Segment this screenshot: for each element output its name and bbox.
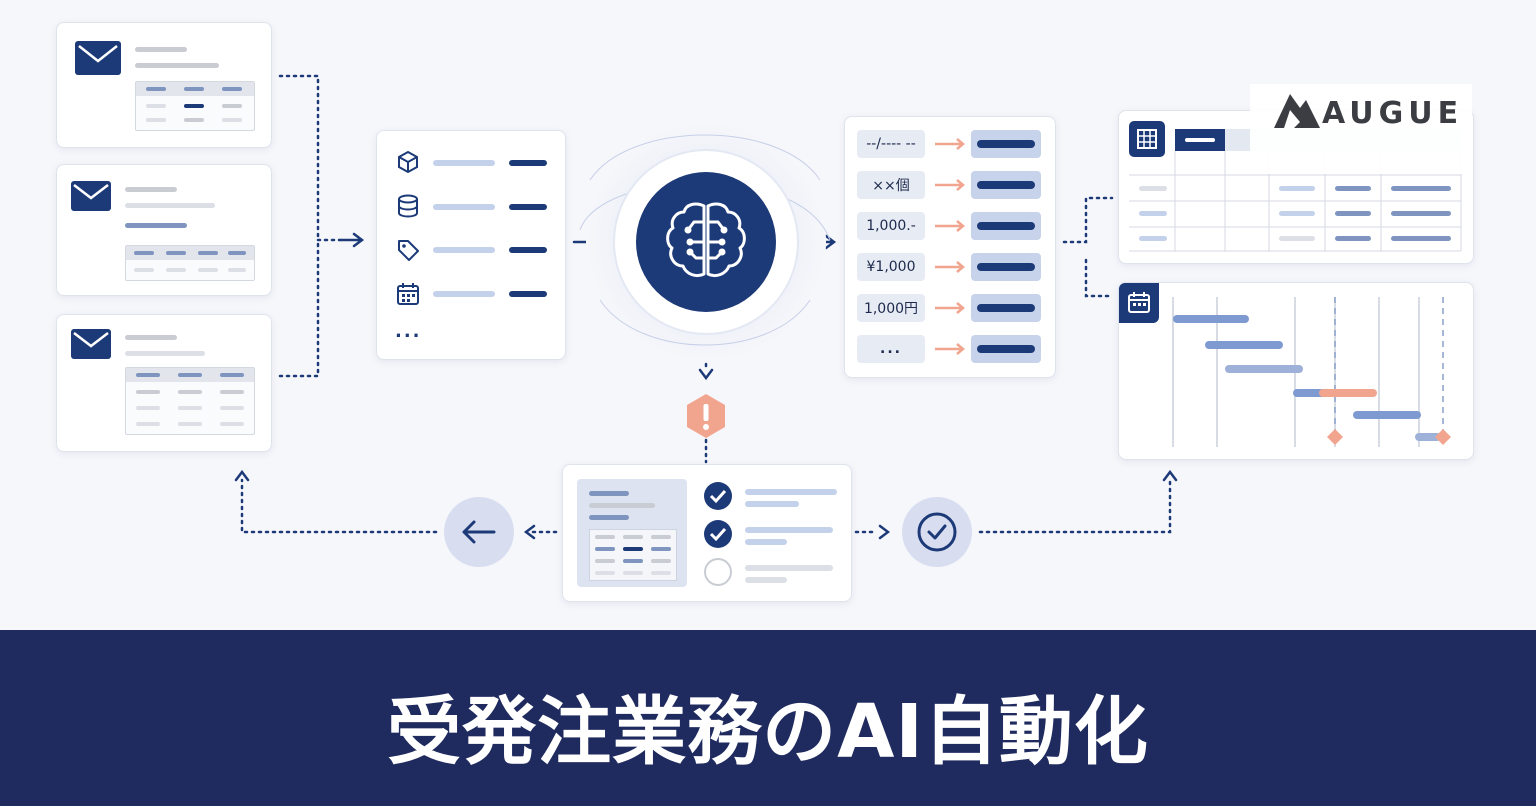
normalized-value (971, 212, 1041, 240)
gantt-card (1118, 282, 1474, 460)
envelope-icon (71, 181, 111, 211)
arrow-right-icon (935, 343, 965, 355)
tag-icon (398, 240, 419, 261)
calendar-icon (1119, 283, 1159, 323)
check-icon[interactable] (703, 519, 733, 549)
normalized-value (971, 130, 1041, 158)
raw-value-quantity: ××個 (857, 171, 925, 199)
logo-mark-icon (1274, 94, 1320, 128)
arrow-right-icon (935, 302, 965, 314)
arrow-right-icon (935, 220, 965, 232)
normalized-value (971, 335, 1041, 363)
page-title: 受発注業務のAI自動化 (387, 689, 1149, 775)
email-table (125, 367, 255, 435)
flow-connectors (234, 74, 1178, 540)
normalization-card: --/---- -- ××個 1,000.- ¥1,000 1,000円 ... (844, 116, 1056, 378)
order-preview (577, 479, 687, 587)
attribute-card: ... (376, 130, 566, 360)
calendar-icon (397, 283, 419, 305)
check-circle-icon (917, 512, 957, 552)
raw-value-price-1: 1,000.- (857, 212, 925, 240)
logo-text: AUGUE (1322, 96, 1464, 131)
email-card-3 (56, 314, 272, 452)
database-icon (398, 194, 418, 218)
email-card-2 (56, 164, 272, 296)
review-card (562, 464, 852, 602)
arrow-right-icon (935, 179, 965, 191)
brain-icon (666, 202, 746, 278)
arrow-right-icon (935, 261, 965, 273)
box-icon (398, 150, 418, 174)
more-attributes: ... (395, 321, 422, 342)
warning-icon (687, 394, 725, 438)
raw-value-date: --/---- -- (857, 130, 925, 158)
unchecked-circle-icon[interactable] (703, 557, 733, 587)
envelope-icon (71, 329, 111, 359)
normalized-value (971, 294, 1041, 322)
email-table (125, 245, 255, 281)
return-button[interactable] (444, 497, 514, 567)
normalized-value (971, 171, 1041, 199)
table-icon (1129, 121, 1165, 157)
approve-button[interactable] (902, 497, 972, 567)
normalized-value (971, 253, 1041, 281)
raw-value-price-2: ¥1,000 (857, 253, 925, 281)
arrow-left-icon (462, 520, 496, 544)
title-banner (0, 630, 1536, 806)
arrow-right-icon (935, 138, 965, 150)
raw-value-more: ... (857, 335, 925, 363)
check-icon[interactable] (703, 481, 733, 511)
augue-logo: AUGUE (1250, 84, 1472, 174)
raw-value-price-3: 1,000円 (857, 294, 925, 322)
email-table (135, 81, 255, 131)
email-card-1 (56, 22, 272, 148)
envelope-icon (75, 41, 121, 75)
